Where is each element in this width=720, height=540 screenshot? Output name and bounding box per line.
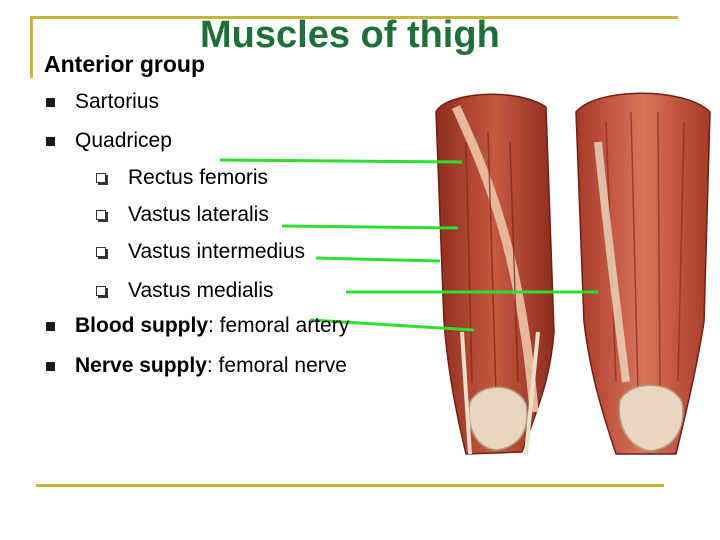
item-text: Vastus intermedius <box>128 240 306 263</box>
left-sartorius-band <box>451 105 539 413</box>
frame-left-rule <box>30 16 33 78</box>
list-item-quadricep: Quadricep <box>46 129 172 153</box>
slide-title: Muscles of thigh <box>200 14 500 56</box>
slide-subtitle: Anterior group <box>44 51 205 77</box>
left-muscle-fibers <box>465 131 519 393</box>
square-bullet-icon <box>46 321 55 331</box>
left-tendon <box>460 331 540 455</box>
list-item-blood-supply: Blood supply: femoral artery <box>46 314 349 338</box>
list-item-vastus-medialis: Vastus medialis <box>96 279 274 303</box>
pointer-line-vastus-intermedius <box>315 256 441 263</box>
square-bullet-icon <box>46 361 55 371</box>
item-text: Vastus lateralis <box>128 203 269 226</box>
thigh-muscle-anatomy-icon <box>435 92 711 455</box>
list-item-rectus-femoris: Rectus femoris <box>96 166 268 190</box>
nerve-supply-label: Nerve supply <box>75 354 207 377</box>
list-item-nerve-supply: Nerve supply: femoral nerve <box>46 354 347 378</box>
hollow-square-bullet-icon <box>96 210 106 220</box>
right-tendon-band <box>594 141 630 383</box>
list-item-sartorius: Sartorius <box>46 90 159 114</box>
list-item-vastus-intermedius: Vastus intermedius <box>96 240 305 264</box>
hollow-square-bullet-icon <box>96 286 106 296</box>
item-text: Quadricep <box>75 129 172 152</box>
item-text: Vastus medialis <box>128 279 274 302</box>
left-knee <box>468 386 528 451</box>
nerve-supply-value: : femoral nerve <box>206 354 347 377</box>
frame-top-rule <box>30 16 678 19</box>
list-item-vastus-lateralis: Vastus lateralis <box>96 203 269 227</box>
right-knee <box>618 384 684 452</box>
item-text: Rectus femoris <box>128 166 269 189</box>
frame-bottom-rule <box>36 484 664 487</box>
square-bullet-icon <box>46 97 55 107</box>
blood-supply-label: Blood supply <box>75 314 208 337</box>
blood-supply-value: : femoral artery <box>208 314 350 337</box>
hollow-square-bullet-icon <box>96 247 106 257</box>
hollow-square-bullet-icon <box>96 173 106 183</box>
item-text: Sartorius <box>75 90 160 113</box>
right-thigh-outline <box>575 92 711 455</box>
square-bullet-icon <box>46 136 55 146</box>
